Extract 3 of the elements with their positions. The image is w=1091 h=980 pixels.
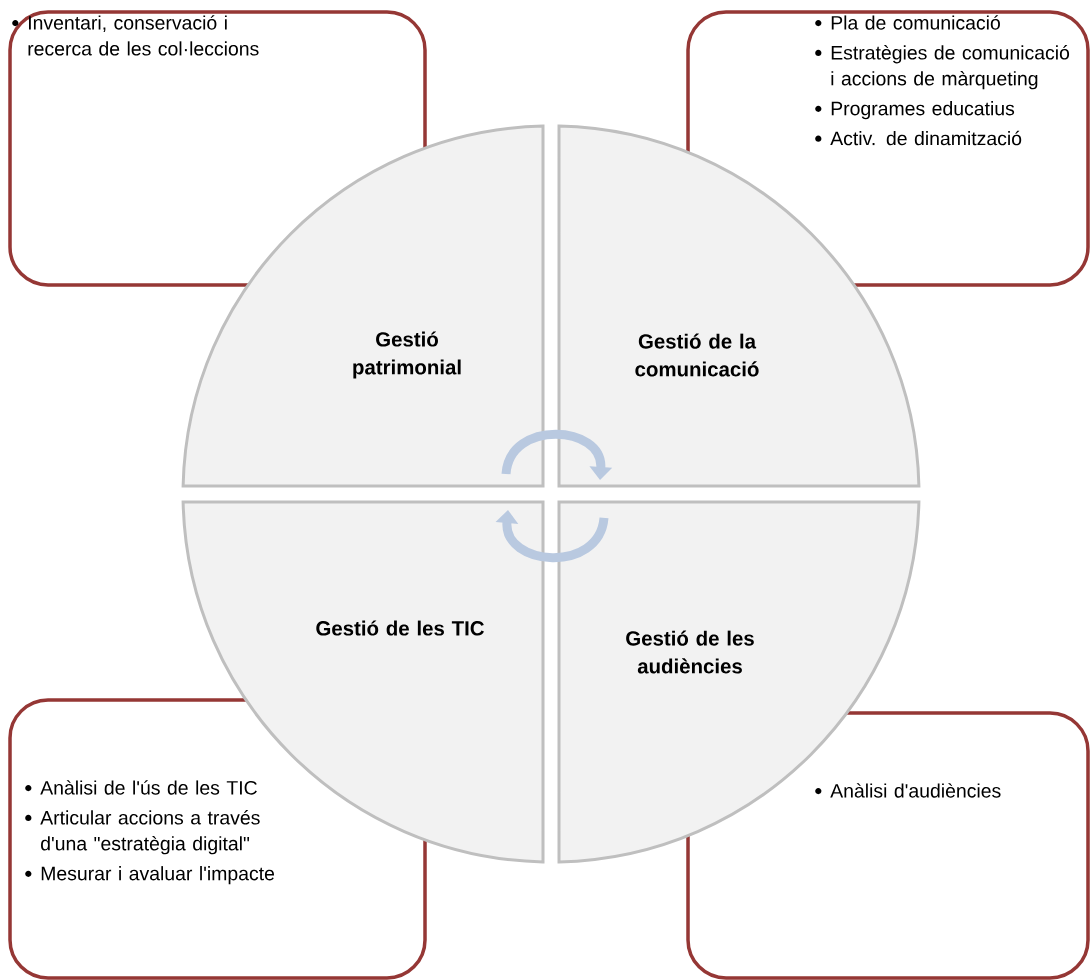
cycle-arrow [501,429,613,480]
cycle-arrow [495,510,609,563]
quadrant-sector: Gestió patrimonial [181,124,545,488]
